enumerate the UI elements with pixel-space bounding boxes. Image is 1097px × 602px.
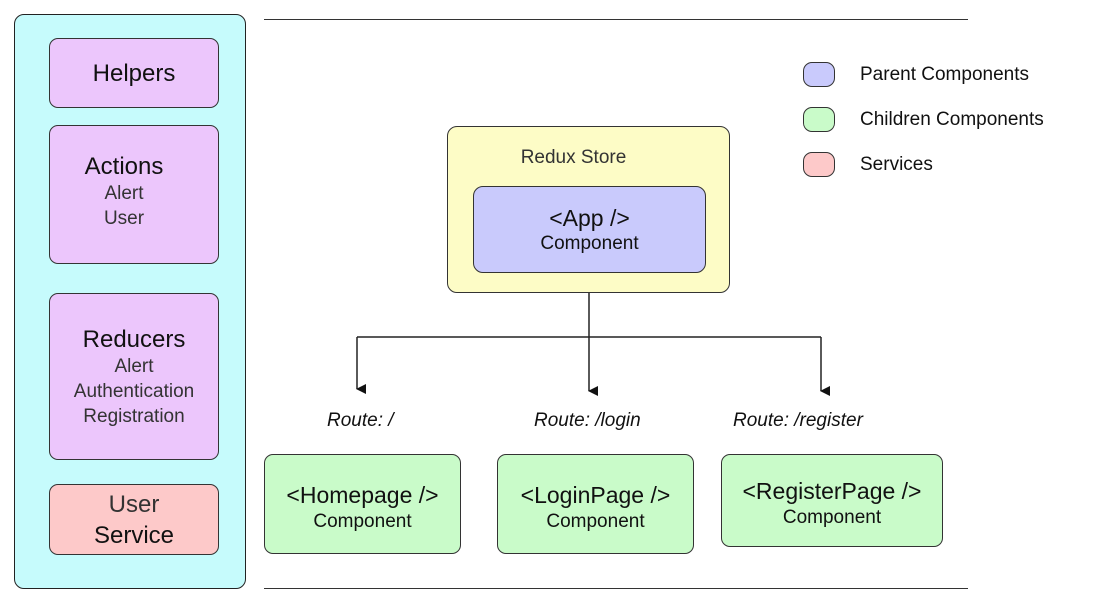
homepage-component-name: <Homepage /> bbox=[286, 482, 439, 508]
helpers-title: Helpers bbox=[92, 60, 176, 87]
legend-label-parent: Parent Components bbox=[860, 64, 1029, 85]
bottom-divider bbox=[264, 588, 968, 589]
actions-item-alert: Alert bbox=[104, 183, 144, 204]
loginpage-component-name: <LoginPage /> bbox=[520, 482, 671, 508]
reducers-item-alert: Alert bbox=[114, 356, 154, 377]
route-label-register: Route: /register bbox=[733, 410, 863, 431]
app-component-kind: Component bbox=[540, 233, 639, 254]
route-label-login: Route: /login bbox=[534, 410, 641, 431]
registerpage-component-name: <RegisterPage /> bbox=[742, 478, 922, 504]
user-service-box: User Service bbox=[49, 484, 219, 555]
app-component-name: <App /> bbox=[549, 205, 630, 231]
registerpage-component-box: <RegisterPage /> Component bbox=[721, 454, 943, 547]
registerpage-component-kind: Component bbox=[782, 507, 882, 528]
reducers-item-authentication: Authentication bbox=[73, 381, 195, 402]
legend-swatch-children bbox=[803, 107, 835, 132]
legend-swatch-services bbox=[803, 152, 835, 177]
actions-title: Actions bbox=[84, 153, 164, 180]
homepage-component-kind: Component bbox=[313, 511, 412, 532]
actions-box: Actions Alert User bbox=[49, 125, 219, 264]
helpers-box: Helpers bbox=[49, 38, 219, 108]
loginpage-component-kind: Component bbox=[546, 511, 645, 532]
actions-item-user: User bbox=[103, 208, 145, 229]
app-component-box: <App /> Component bbox=[473, 186, 706, 273]
legend-label-children: Children Components bbox=[860, 109, 1044, 130]
legend-label-services: Services bbox=[860, 154, 933, 175]
redux-store-label: Redux Store bbox=[520, 147, 627, 168]
top-divider bbox=[264, 19, 968, 20]
homepage-component-box: <Homepage /> Component bbox=[264, 454, 461, 554]
route-label-home: Route: / bbox=[327, 410, 394, 431]
reducers-title: Reducers bbox=[82, 326, 186, 353]
user-service-line1: User bbox=[108, 491, 160, 518]
legend-swatch-parent bbox=[803, 62, 835, 87]
reducers-item-registration: Registration bbox=[83, 406, 185, 427]
user-service-line2: Service bbox=[93, 522, 175, 549]
reducers-box: Reducers Alert Authentication Registrati… bbox=[49, 293, 219, 460]
loginpage-component-box: <LoginPage /> Component bbox=[497, 454, 694, 554]
